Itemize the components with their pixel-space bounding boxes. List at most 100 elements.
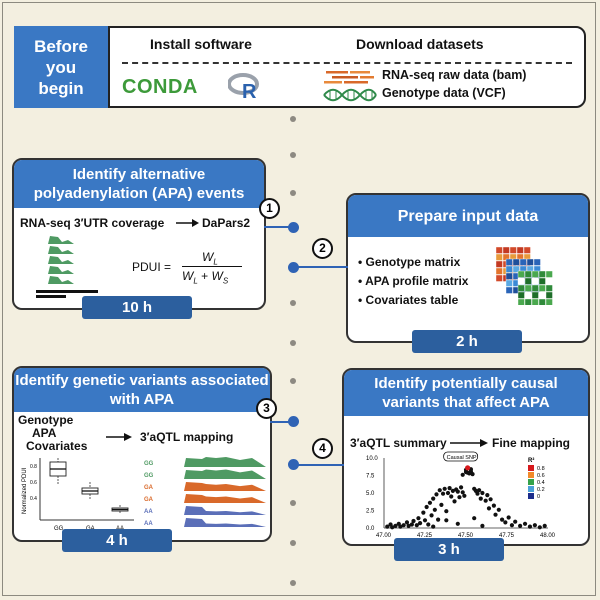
matrix-cell (524, 291, 532, 299)
matrix-cell (505, 265, 513, 273)
legend-title: R² (528, 457, 534, 464)
timeline-dot (290, 378, 296, 384)
arrow-icon (106, 433, 132, 441)
snp-point (429, 513, 434, 518)
genotype-track-label: GG (144, 473, 154, 479)
step2-card: Prepare input data • Genotype matrix • A… (346, 193, 590, 343)
snp-point (401, 523, 406, 528)
snp-point (411, 518, 416, 524)
snp-point (455, 521, 460, 526)
legend-swatch (528, 493, 534, 499)
matrix-cell (524, 270, 532, 278)
install-software-heading: Install software (150, 36, 252, 52)
snp-point (503, 520, 508, 525)
snp-point (506, 515, 511, 520)
subscript: L (213, 257, 218, 267)
snp-point (417, 521, 423, 526)
snp-point (409, 522, 414, 527)
legend-label: 0.4 (537, 480, 545, 486)
snp-point (480, 523, 485, 528)
causal-snp-point (465, 465, 471, 471)
snp-point (480, 490, 485, 496)
snp-point (522, 521, 528, 526)
subscript: S (222, 276, 229, 286)
bullet-text: Covariates table (365, 293, 459, 307)
step2-marker (288, 262, 299, 273)
matrix-cell (545, 298, 553, 305)
x-tick-label: 47.25 (417, 533, 433, 539)
snp-point (424, 504, 429, 510)
snp-point (458, 485, 464, 490)
snp-point (537, 525, 542, 530)
x-tick-label: GG (54, 526, 64, 532)
snp-point (518, 523, 523, 528)
matrix-cell (531, 270, 539, 278)
bullet-apa-profile: • APA profile matrix (358, 274, 469, 288)
matrix-cell (524, 298, 532, 305)
y-tick-label: 10.0 (366, 456, 378, 462)
snp-point (434, 492, 439, 497)
x-tick-label: 48.00 (540, 533, 556, 539)
matrix-cell (538, 277, 546, 285)
fraction-bar (182, 266, 242, 267)
step1-title: Identify alternative polyadenylation (AP… (14, 160, 264, 208)
matrix-cell (517, 298, 525, 305)
step2-connector (294, 266, 348, 268)
divider (122, 62, 572, 64)
legend-swatch (528, 479, 534, 485)
download-datasets-heading: Download datasets (356, 36, 484, 52)
timeline-dot (290, 500, 296, 506)
coverage-track (160, 469, 266, 479)
snp-point (478, 496, 483, 501)
rnaseq-dataset-label: RNA-seq raw data (bam) (382, 68, 527, 82)
matrix-cell (538, 284, 546, 292)
y-tick-label: 7.5 (366, 474, 375, 480)
step4-time: 3 h (394, 538, 504, 561)
step4-tool-text: Fine mapping (492, 436, 570, 450)
step4-number: 4 (312, 438, 333, 459)
snp-point (513, 519, 518, 524)
matrix-cell (496, 267, 503, 275)
coverage-track (160, 506, 266, 515)
input-covariates: Covariates (26, 439, 88, 453)
step2-time: 2 h (412, 330, 522, 353)
snp-point (496, 507, 501, 512)
legend-label: 0 (537, 494, 540, 500)
step3-title: Identify genetic variants associated wit… (14, 368, 270, 412)
snp-point (447, 486, 452, 491)
coverage-track (160, 482, 266, 491)
snp-point (455, 489, 460, 494)
matrix-cell (531, 298, 539, 305)
snp-point (393, 523, 398, 528)
matrix-cell (516, 247, 524, 254)
matrix-cell (538, 270, 546, 278)
matrix-cell (545, 270, 553, 278)
genotype-track-label: AA (144, 521, 153, 527)
snp-point (457, 495, 462, 500)
snp-point (416, 516, 421, 521)
matrix-cell (538, 291, 546, 299)
snp-point (404, 520, 410, 525)
legend-label: 0.6 (537, 473, 545, 479)
genotype-track-label: GG (144, 461, 154, 467)
before-you-begin-panel: Install software Download datasets CONDA… (108, 26, 586, 108)
bullet-covariates: • Covariates table (358, 293, 459, 307)
snp-point (422, 518, 428, 523)
conda-logo: CONDA (122, 76, 198, 98)
matrix-cell (505, 286, 513, 294)
coverage-track (160, 457, 266, 467)
input-genotype: Genotype (18, 413, 74, 427)
matrix-cell (524, 277, 532, 285)
arrow-icon (450, 439, 488, 447)
matrix-cell (505, 279, 513, 287)
snp-point (472, 516, 477, 521)
w-symbol: W (182, 269, 194, 283)
snp-point (509, 523, 515, 528)
matrix-cell (509, 247, 517, 254)
step2-title: Prepare input data (348, 195, 588, 237)
step4-title: Identify potentially causal variants tha… (344, 370, 588, 416)
snp-point (406, 523, 411, 528)
step3-inputs: Genotype APA Covariates (18, 414, 87, 453)
